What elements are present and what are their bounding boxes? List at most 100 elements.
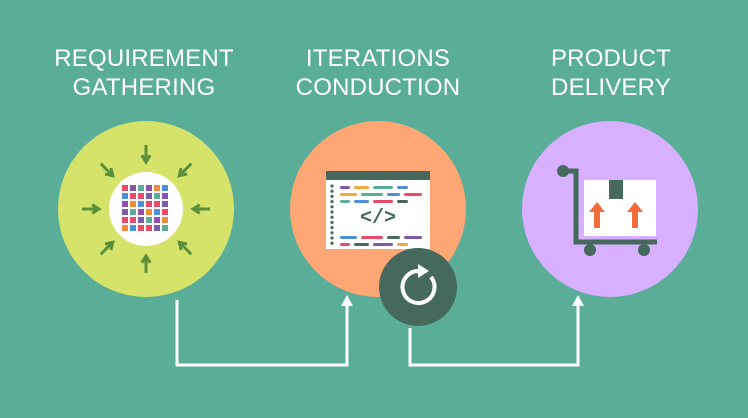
code-dash (373, 186, 393, 189)
code-dash (361, 193, 383, 196)
data-grid (122, 185, 168, 231)
inward-arrow-icon (177, 162, 193, 178)
code-dash (397, 186, 408, 189)
grid-cell (146, 185, 152, 191)
line-dot (330, 200, 334, 204)
code-lines (340, 186, 422, 246)
line-number-dots (330, 184, 334, 245)
code-dash (397, 200, 408, 203)
line-dot (330, 189, 334, 193)
grid-cell (138, 201, 144, 207)
grid-cell (162, 185, 168, 191)
grid-cell (122, 193, 128, 199)
grid-cell (130, 193, 136, 199)
grid-cell (122, 201, 128, 207)
grid-cell (162, 225, 168, 231)
line-dot (330, 220, 334, 224)
grid-cell (154, 225, 160, 231)
title-line: ITERATIONS (305, 45, 451, 72)
code-dash (354, 243, 369, 246)
grid-cell (130, 217, 136, 223)
title-line: REQUIREMENT (54, 45, 234, 72)
grid-cell (130, 225, 136, 231)
connector-line-1 (175, 300, 349, 367)
code-dash (340, 243, 350, 246)
code-window-icon: </> (326, 171, 430, 249)
code-dash (397, 243, 408, 246)
line-dot (330, 231, 334, 235)
code-dash (404, 193, 422, 196)
refresh-badge (379, 248, 457, 326)
grid-cell (154, 209, 160, 215)
grid-cell (138, 225, 144, 231)
title-line: DELIVERY (551, 74, 671, 101)
inward-arrow-icon (190, 203, 210, 215)
line-dot (330, 215, 334, 219)
line-dot (330, 241, 334, 245)
grid-cell (146, 225, 152, 231)
step-product-delivery (522, 121, 698, 297)
line-dot (330, 236, 334, 240)
wheel (638, 244, 650, 256)
grid-cell (146, 193, 152, 199)
grid-cell (162, 193, 168, 199)
grid-cell (122, 217, 128, 223)
code-dash (354, 200, 369, 203)
code-dash (354, 186, 369, 189)
inward-arrow-icon (140, 145, 152, 165)
step-iterations-conduction: </> (290, 121, 466, 326)
inward-arrow-icon (99, 162, 115, 178)
code-dash (387, 236, 400, 239)
grid-cell (146, 201, 152, 207)
inward-arrow-icon (82, 203, 102, 215)
inward-arrow-icon (140, 253, 152, 273)
code-dash (340, 236, 357, 239)
connector-line-2 (408, 303, 580, 367)
grid-cell (122, 209, 128, 215)
grid-cell (154, 217, 160, 223)
inward-arrow-icon (99, 240, 115, 256)
up-arrow-icon (627, 202, 643, 228)
grid-cell (130, 201, 136, 207)
grid-cell (146, 209, 152, 215)
step-title-requirement-gathering: REQUIREMENT GATHERING (24, 44, 264, 102)
step-title-iterations-conduction: ITERATIONS CONDUCTION (258, 44, 498, 102)
grid-cell (162, 201, 168, 207)
up-arrow-icon (589, 202, 605, 228)
grid-cell (162, 217, 168, 223)
code-dash (340, 186, 350, 189)
code-dash (404, 236, 422, 239)
grid-cell (154, 201, 160, 207)
title-line: GATHERING (72, 74, 216, 101)
wheel (584, 244, 596, 256)
grid-cell (138, 209, 144, 215)
grid-cell (122, 225, 128, 231)
title-line: CONDUCTION (295, 74, 461, 101)
code-dash (373, 200, 393, 203)
grid-cell (154, 185, 160, 191)
code-dash (387, 193, 400, 196)
grid-cell (130, 209, 136, 215)
line-dot (330, 205, 334, 209)
code-dash (340, 200, 350, 203)
code-dash (340, 193, 357, 196)
grid-cell (138, 217, 144, 223)
grid-cell (154, 193, 160, 199)
grid-cell (122, 185, 128, 191)
grid-cell (130, 185, 136, 191)
line-dot (330, 194, 334, 198)
inward-arrows (82, 145, 210, 273)
refresh-icon (400, 269, 437, 305)
code-dash (361, 236, 383, 239)
inward-arrow-icon (177, 240, 193, 256)
line-dot (330, 226, 334, 230)
grid-cell (146, 217, 152, 223)
step-requirement-gathering (58, 121, 234, 297)
grid-cell (138, 193, 144, 199)
connector-arrowhead-2 (572, 295, 584, 306)
grid-cell (162, 209, 168, 215)
hand-truck-box-icon (557, 165, 657, 256)
line-dot (330, 184, 334, 188)
